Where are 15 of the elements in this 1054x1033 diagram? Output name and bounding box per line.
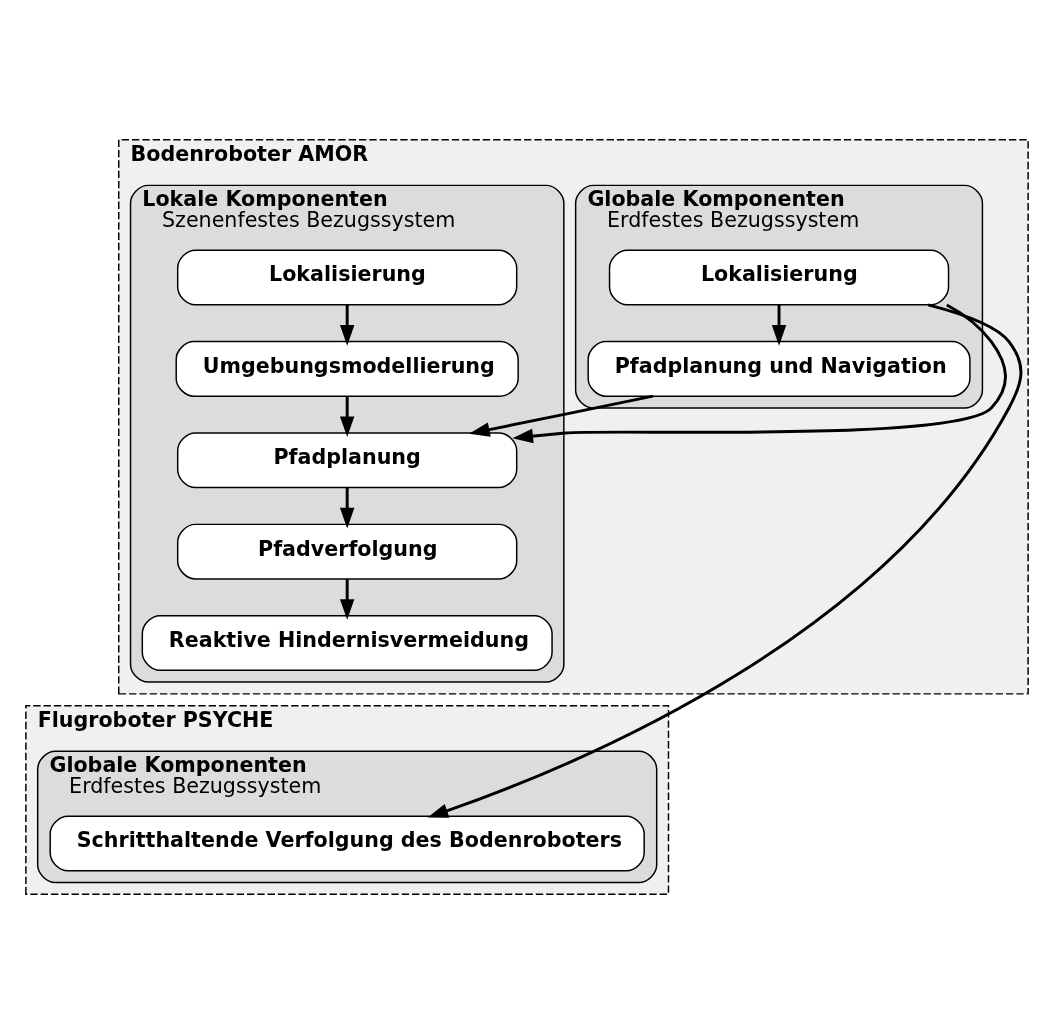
node-box: Schritthaltende Verfolgung des Bodenroboters xyxy=(49,814,645,871)
node-box: Umgebungsmodellierung xyxy=(175,340,519,397)
arrow xyxy=(339,578,355,620)
arrow xyxy=(339,395,355,437)
arrow xyxy=(512,303,1007,443)
arrow xyxy=(427,302,1023,818)
node-box: Lokalisierung xyxy=(608,249,950,305)
node-box: Pfadverfolgung xyxy=(176,523,518,580)
arrow xyxy=(771,304,787,346)
node-box: Pfadplanung xyxy=(176,431,518,488)
arrow xyxy=(339,304,355,346)
node-box: Pfadplanung und Navigation xyxy=(587,340,971,397)
node-box: Reaktive Hindernisvermeidung xyxy=(141,614,553,671)
node-box: Lokalisierung xyxy=(176,249,518,305)
arrow xyxy=(339,487,355,528)
